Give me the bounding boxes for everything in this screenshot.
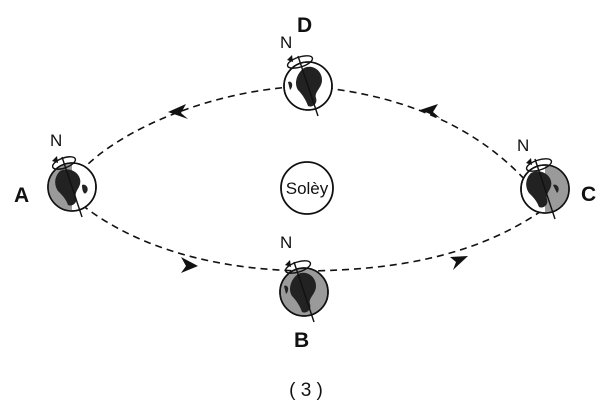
sun-circle: [280, 161, 334, 215]
continent-americas: [526, 171, 552, 208]
continent-americas: [55, 169, 81, 206]
position-label-c: C: [581, 183, 596, 206]
position-label-a: A: [14, 184, 29, 207]
sun-label: Solèy: [286, 179, 329, 198]
position-label-d: D: [297, 14, 312, 37]
orbit-segment-d-to-a: [81, 85, 307, 171]
earth-d: N: [280, 33, 333, 117]
sun: Solèy: [280, 161, 334, 215]
orbit-path: [81, 85, 548, 272]
orbit-direction-arrows: [168, 104, 468, 273]
orbit-segment-b-to-c: [305, 206, 548, 272]
continent-americas: [290, 272, 316, 313]
earth-c: N: [517, 136, 570, 220]
arrow-a-to-b: [181, 257, 198, 273]
figure-number: ( 3 ): [289, 380, 323, 401]
earth-b: N: [279, 233, 329, 323]
north-label-c: N: [517, 136, 529, 155]
orbit-segment-a-to-b: [81, 204, 307, 272]
arrow-c-to-d: [420, 104, 440, 118]
north-label-d: N: [280, 33, 292, 52]
continent-americas: [296, 66, 322, 107]
arrow-d-to-a: [168, 104, 188, 119]
position-label-b: B: [294, 329, 309, 352]
north-label-b: N: [280, 233, 292, 252]
north-label-a: N: [50, 131, 62, 150]
arrow-b-to-c: [450, 256, 468, 270]
earth-a: N: [47, 131, 97, 218]
orbit-segment-c-to-d: [305, 85, 548, 208]
